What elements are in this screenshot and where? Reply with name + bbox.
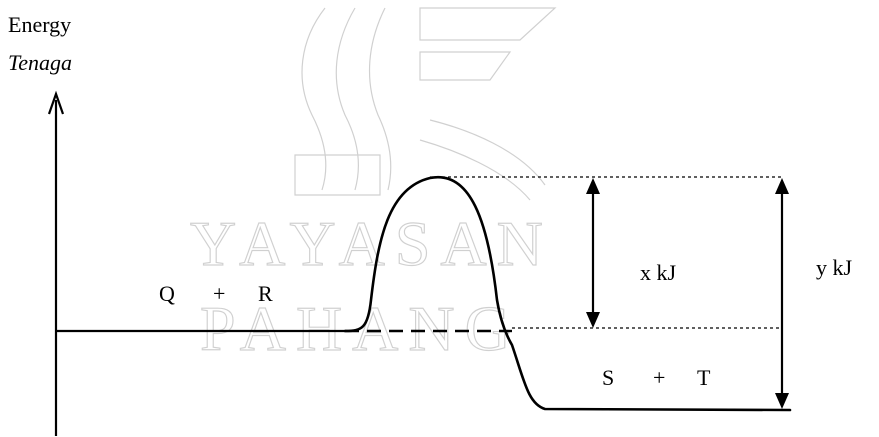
- watermark-emblem: [294, 7, 557, 201]
- reactant-q: Q: [159, 281, 175, 306]
- watermark-line-2: PAHANG: [200, 293, 521, 364]
- activation-energy-label: x kJ: [640, 260, 677, 285]
- y-axis-arrowhead: [47, 90, 65, 115]
- y-axis-label: Energy: [8, 12, 72, 37]
- product-s: S: [602, 365, 615, 390]
- enthalpy-change-arrow: [775, 178, 789, 409]
- activation-energy-arrow: [586, 178, 600, 328]
- enthalpy-change-label: y kJ: [816, 255, 853, 280]
- product-plus: +: [653, 365, 666, 390]
- energy-curve: [343, 175, 792, 412]
- reactant-plus: +: [213, 281, 226, 306]
- watermark: YAYASAN PAHANG: [189, 7, 557, 365]
- product-t: T: [697, 365, 711, 390]
- y-axis-label-malay: Tenaga: [8, 50, 72, 75]
- reactant-r: R: [258, 281, 273, 306]
- watermark-line-1: YAYASAN: [190, 208, 553, 279]
